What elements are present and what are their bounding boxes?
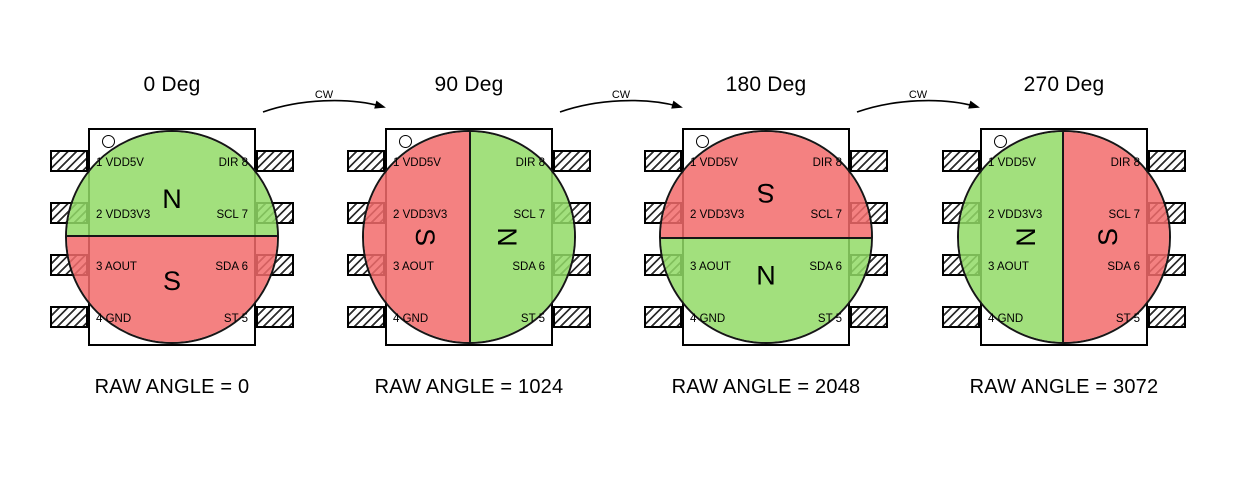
pin-label-dir: DIR 8: [218, 157, 248, 169]
pin-label-vdd5v: 1 VDD5V: [96, 157, 144, 169]
raw-angle-readout: RAW ANGLE = 0: [94, 376, 250, 398]
pin-label-gnd: 4 GND: [96, 313, 132, 325]
cw-arrow-1: CW: [262, 89, 386, 113]
cw-arrow-2: CW: [559, 89, 683, 113]
pin-label-gnd: 4 GND: [393, 313, 429, 325]
pin-label-aout: 3 AOUT: [690, 261, 731, 273]
pin-label-sda: SDA 6: [215, 261, 248, 273]
pin-label-dir: DIR 8: [812, 157, 842, 169]
pin-label-vdd5v: 1 VDD5V: [690, 157, 738, 169]
magnet-south-half: S: [67, 237, 277, 342]
chip-assembly: 1 VDD5V 2 VDD3V3 3 AOUT 4 GND DIR 8 SCL …: [347, 128, 591, 346]
pin-label-scl: SCL 7: [513, 209, 545, 221]
pin-label-gnd: 4 GND: [988, 313, 1024, 325]
pin1-indicator-icon: [994, 135, 1007, 148]
pin-label-dir: DIR 8: [1110, 157, 1140, 169]
pin1-indicator-icon: [102, 135, 115, 148]
pin-label-vdd3v3: 2 VDD3V3: [393, 209, 448, 221]
raw-angle-readout: RAW ANGLE = 1024: [374, 376, 564, 398]
north-pole-label: N: [1011, 227, 1041, 247]
chip-assembly: 1 VDD5V 2 VDD3V3 3 AOUT 4 GND DIR 8 SCL …: [644, 128, 888, 346]
chip-assembly: 1 VDD5V 2 VDD3V3 3 AOUT 4 GND DIR 8 SCL …: [942, 128, 1186, 346]
diametric-magnet: N S: [65, 130, 279, 344]
cw-arrow-line: [856, 99, 977, 113]
pin-label-st: ST 5: [520, 313, 545, 325]
pin-label-gnd: 4 GND: [690, 313, 726, 325]
south-pole-label: S: [1093, 228, 1123, 247]
north-pole-label: N: [492, 227, 522, 247]
pin-label-vdd3v3: 2 VDD3V3: [96, 209, 151, 221]
pin-label-st: ST 5: [817, 313, 842, 325]
angle-title: 0 Deg: [143, 73, 201, 96]
pin-label-vdd5v: 1 VDD5V: [393, 157, 441, 169]
encoder-unit-180deg: 180 Deg 1 VDD5V 2 VDD3V3 3 AOUT 4 GND DI…: [644, 0, 888, 480]
angle-title: 270 Deg: [1023, 73, 1105, 96]
pin-label-aout: 3 AOUT: [988, 261, 1029, 273]
north-pole-label: N: [162, 184, 182, 214]
cw-arrowhead-icon: [671, 100, 683, 109]
pin-label-sda: SDA 6: [512, 261, 545, 273]
pin-label-sda: SDA 6: [1107, 261, 1140, 273]
magnet-north-half: N: [67, 132, 277, 237]
cw-label: CW: [909, 89, 928, 101]
encoder-unit-270deg: 270 Deg 1 VDD5V 2 VDD3V3 3 AOUT 4 GND DI…: [942, 0, 1186, 480]
cw-arrowhead-icon: [968, 100, 980, 109]
pin-label-vdd3v3: 2 VDD3V3: [988, 209, 1043, 221]
cw-arrow-line: [559, 99, 680, 113]
cw-arrowhead-icon: [374, 100, 386, 109]
angle-title: 180 Deg: [725, 73, 807, 96]
pin-label-st: ST 5: [223, 313, 248, 325]
pin-label-scl: SCL 7: [1108, 209, 1140, 221]
south-pole-label: S: [757, 178, 776, 208]
north-pole-label: N: [756, 260, 776, 290]
cw-arrow-line: [262, 99, 383, 113]
pin1-indicator-icon: [399, 135, 412, 148]
cw-label: CW: [612, 89, 631, 101]
angle-title: 90 Deg: [434, 73, 504, 96]
encoder-unit-0deg: 0 Deg 1 VDD5V 2 VDD3V3 3 AOUT 4 GND DIR …: [50, 0, 294, 480]
cw-arrow-3: CW: [856, 89, 980, 113]
cw-label: CW: [315, 89, 334, 101]
pin-label-aout: 3 AOUT: [96, 261, 137, 273]
chip-assembly: 1 VDD5V 2 VDD3V3 3 AOUT 4 GND DIR 8 SCL …: [50, 128, 294, 346]
raw-angle-readout: RAW ANGLE = 2048: [671, 376, 861, 398]
raw-angle-readout: RAW ANGLE = 3072: [969, 376, 1159, 398]
pin-label-st: ST 5: [1115, 313, 1140, 325]
pin-label-dir: DIR 8: [515, 157, 545, 169]
pin-label-vdd3v3: 2 VDD3V3: [690, 209, 745, 221]
pin-label-vdd5v: 1 VDD5V: [988, 157, 1036, 169]
pin-label-scl: SCL 7: [810, 209, 842, 221]
pin-label-sda: SDA 6: [809, 261, 842, 273]
pin1-indicator-icon: [696, 135, 709, 148]
pin-label-scl: SCL 7: [216, 209, 248, 221]
south-pole-label: S: [162, 266, 181, 296]
pin-label-aout: 3 AOUT: [393, 261, 434, 273]
south-pole-label: S: [410, 227, 440, 246]
encoder-unit-90deg: 90 Deg 1 VDD5V 2 VDD3V3 3 AOUT 4 GND DIR…: [347, 0, 591, 480]
